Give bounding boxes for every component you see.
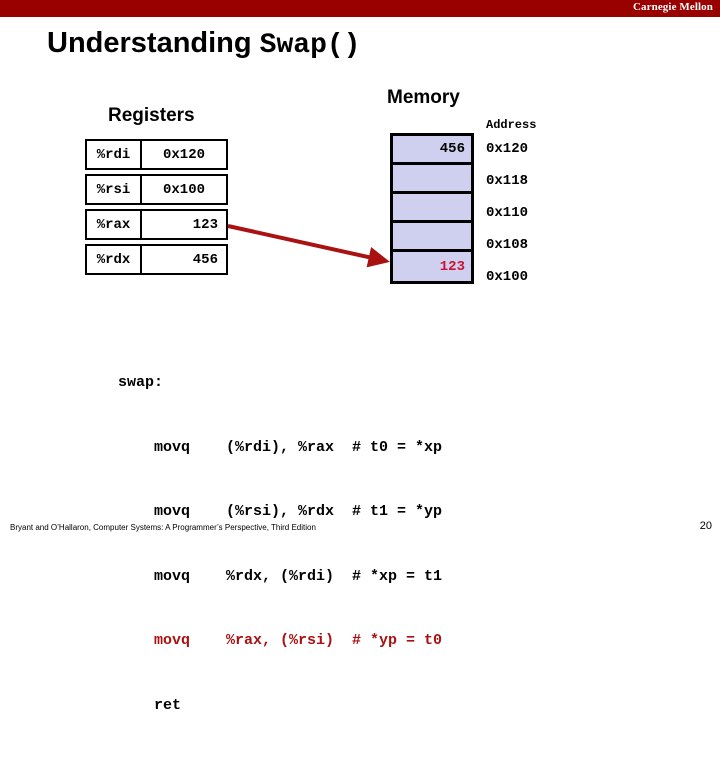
address-column: 0x120 0x118 0x110 0x108 0x100	[486, 133, 528, 293]
code-line: movq %rdx, (%rdi) # *xp = t1	[118, 567, 443, 585]
registers-heading: Registers	[108, 105, 195, 126]
page-number: 20	[699, 520, 712, 532]
register-row: %rdi 0x120	[85, 139, 228, 170]
page-title: Understanding Swap()	[47, 29, 361, 60]
address-label: 0x120	[486, 141, 529, 157]
register-row: %rax 123	[85, 209, 228, 240]
code-line: swap:	[118, 374, 164, 391]
memory-cell-highlighted: 123	[393, 252, 471, 281]
footer-citation: Bryant and O’Hallaron, Computer Systems:…	[10, 523, 316, 532]
register-value: 0x120	[162, 146, 205, 163]
page-title-mono: Swap()	[259, 30, 361, 61]
memory-cell: 456	[393, 136, 471, 165]
address-label: 0x110	[486, 205, 529, 221]
registers-table: %rdi 0x120 %rsi 0x100 %rax 123 %rdx 456	[85, 139, 228, 279]
register-name: %rdi	[87, 141, 142, 168]
register-name: %rax	[87, 211, 142, 238]
memory-table: 456 123	[390, 133, 474, 284]
register-value: 0x100	[162, 181, 205, 198]
address-label: 0x100	[486, 269, 529, 285]
rax-to-memory-arrow	[227, 224, 390, 268]
page-title-prefix: Understanding	[47, 27, 260, 59]
address-column-heading: Address	[486, 118, 537, 132]
code-line: movq (%rsi), %rdx # t1 = *yp	[118, 503, 443, 520]
brand-bar: Carnegie Mellon	[0, 0, 720, 17]
code-line: movq (%rdi), %rax # t0 = *xp	[118, 438, 443, 456]
address-label: 0x108	[486, 237, 529, 253]
address-label: 0x118	[486, 173, 529, 189]
memory-heading: Memory	[387, 87, 460, 108]
register-name: %rsi	[87, 176, 142, 203]
memory-cell	[393, 165, 471, 194]
register-row: %rdx 456	[85, 244, 228, 275]
memory-cell	[393, 223, 471, 252]
register-value: 456	[192, 251, 218, 268]
slide-root: Carnegie Mellon Understanding Swap() Reg…	[0, 0, 720, 714]
register-value: 123	[192, 216, 218, 233]
brand-name: Carnegie Mellon	[632, 1, 713, 13]
register-name: %rdx	[87, 246, 142, 273]
code-line: ret	[118, 696, 182, 714]
memory-cell	[393, 194, 471, 223]
code-line-highlighted: movq %rax, (%rsi) # *yp = t0	[118, 632, 443, 649]
register-row: %rsi 0x100	[85, 174, 228, 205]
code-block: swap: movq (%rdi), %rax # t0 = *xp movq …	[118, 329, 442, 759]
